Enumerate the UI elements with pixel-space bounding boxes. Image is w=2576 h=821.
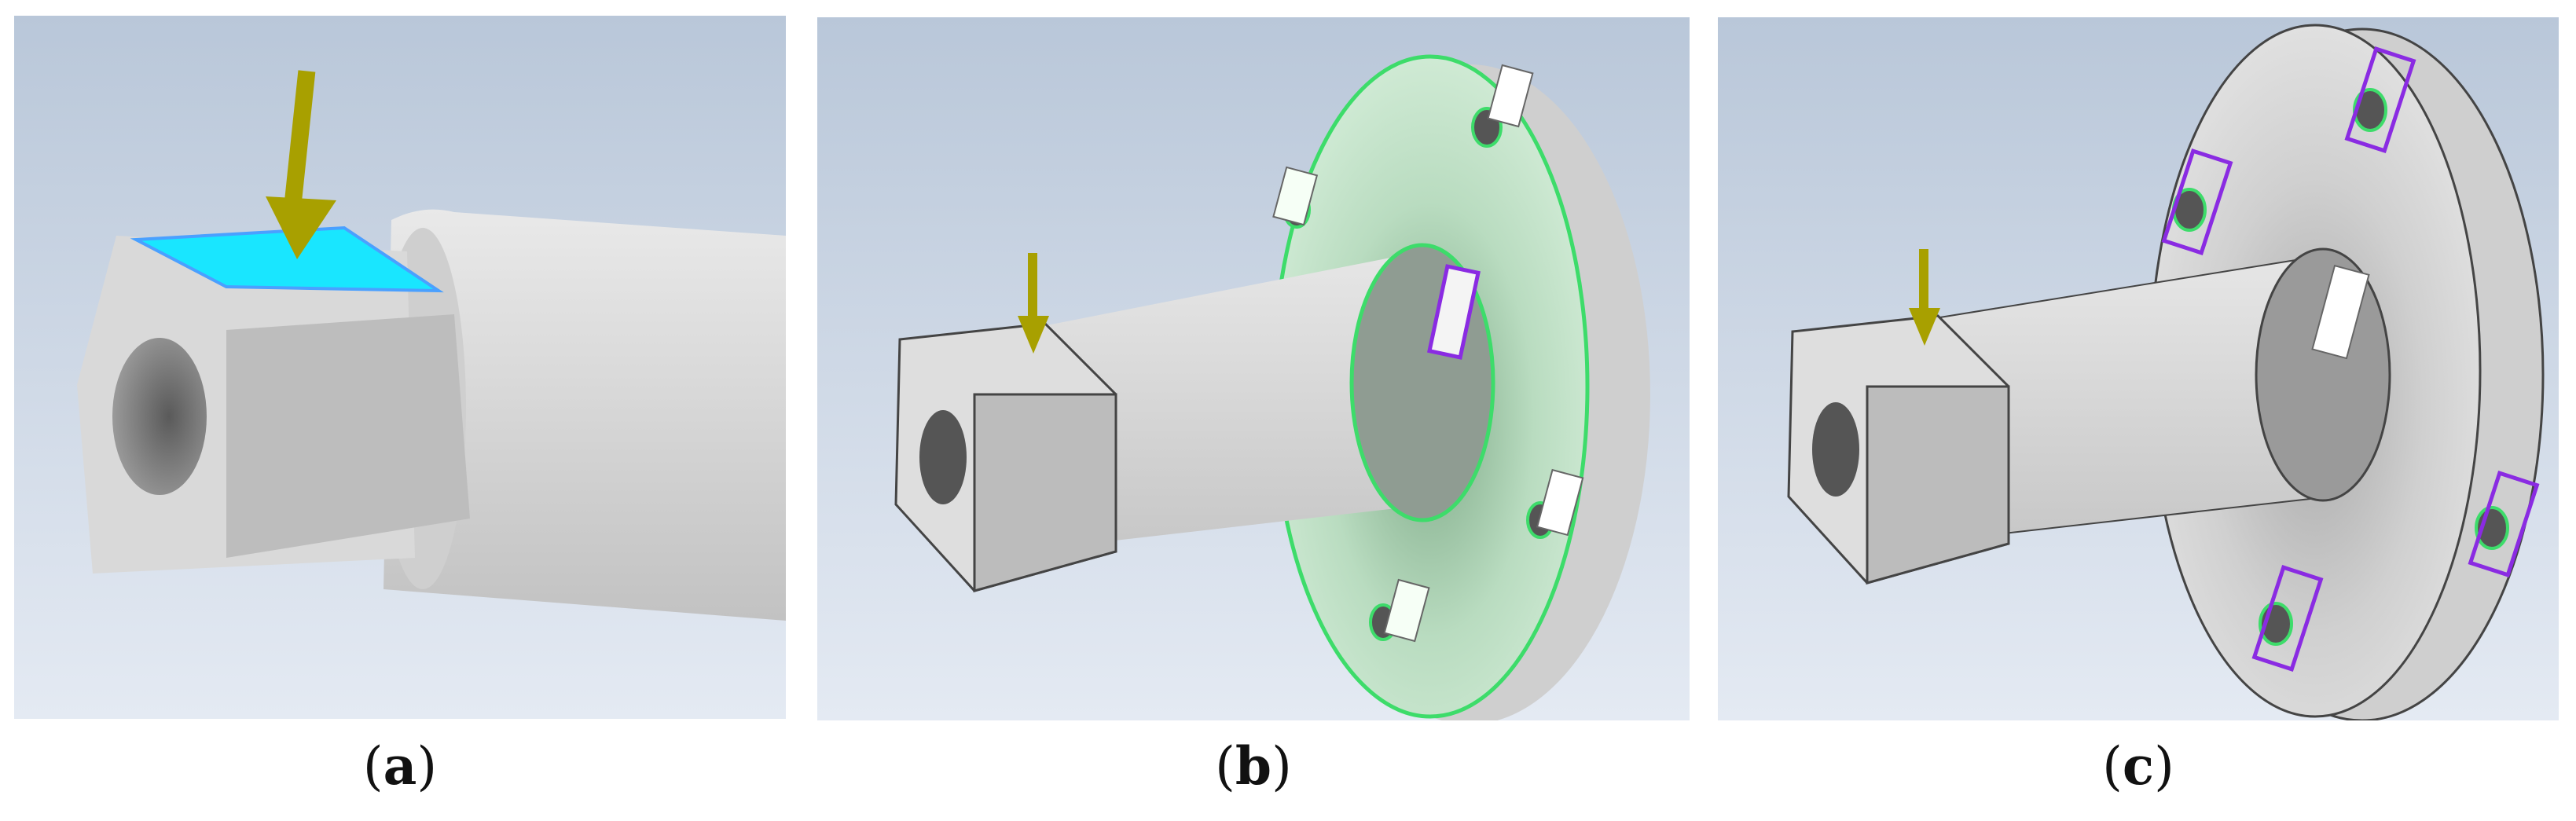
caption-letter: c [2122, 735, 2155, 797]
down-arrow-icon[interactable] [1909, 249, 1940, 346]
caption-letter: a [383, 735, 417, 797]
caption-close-paren: ) [1271, 736, 1292, 797]
fixed-constraint-icon[interactable] [2311, 264, 2370, 360]
caption-letter: b [1235, 735, 1272, 797]
model-view-c [1718, 17, 2559, 720]
fixed-constraint-icon[interactable] [1272, 166, 1319, 229]
caption-a: (a) [282, 731, 518, 802]
bore-hole [1812, 402, 1859, 497]
down-arrow-icon[interactable] [266, 70, 336, 259]
shaft-body [383, 209, 786, 621]
viewport-panel-b[interactable] [817, 17, 1690, 720]
selected-face[interactable] [130, 225, 444, 293]
bore-hole [112, 338, 207, 495]
fixed-constraint-icon[interactable] [2344, 46, 2416, 153]
down-arrow-icon[interactable] [1018, 253, 1049, 354]
model-view-a [14, 16, 786, 719]
bore-hole [919, 410, 967, 504]
caption-b: (b) [1136, 731, 1371, 802]
fixed-constraint-icon[interactable] [1369, 578, 1430, 643]
fixed-constraint-icon[interactable] [2468, 471, 2540, 577]
caption-close-paren: ) [2154, 736, 2174, 797]
hex-flat-face [1866, 385, 2010, 585]
caption-close-paren: ) [416, 736, 438, 797]
fixed-constraint-icon[interactable] [2251, 565, 2324, 672]
fixed-constraint-icon[interactable] [2161, 148, 2233, 255]
caption-open-paren: ( [1215, 736, 1235, 797]
viewport-panel-a[interactable] [14, 16, 786, 719]
caption-open-paren: ( [362, 736, 383, 797]
hex-flat-face [973, 393, 1117, 592]
hex-flat-face [226, 314, 470, 558]
model-view-b [817, 17, 1690, 720]
caption-open-paren: ( [2102, 736, 2123, 797]
viewport-panel-c[interactable] [1718, 17, 2559, 720]
shaft-flange-junction [2255, 247, 2391, 502]
caption-c: (c) [2020, 731, 2256, 802]
fixed-constraint-icon[interactable] [1471, 64, 1534, 148]
fixed-constraint-icon[interactable] [1526, 468, 1584, 539]
fixed-constraint-icon[interactable] [1427, 264, 1481, 360]
